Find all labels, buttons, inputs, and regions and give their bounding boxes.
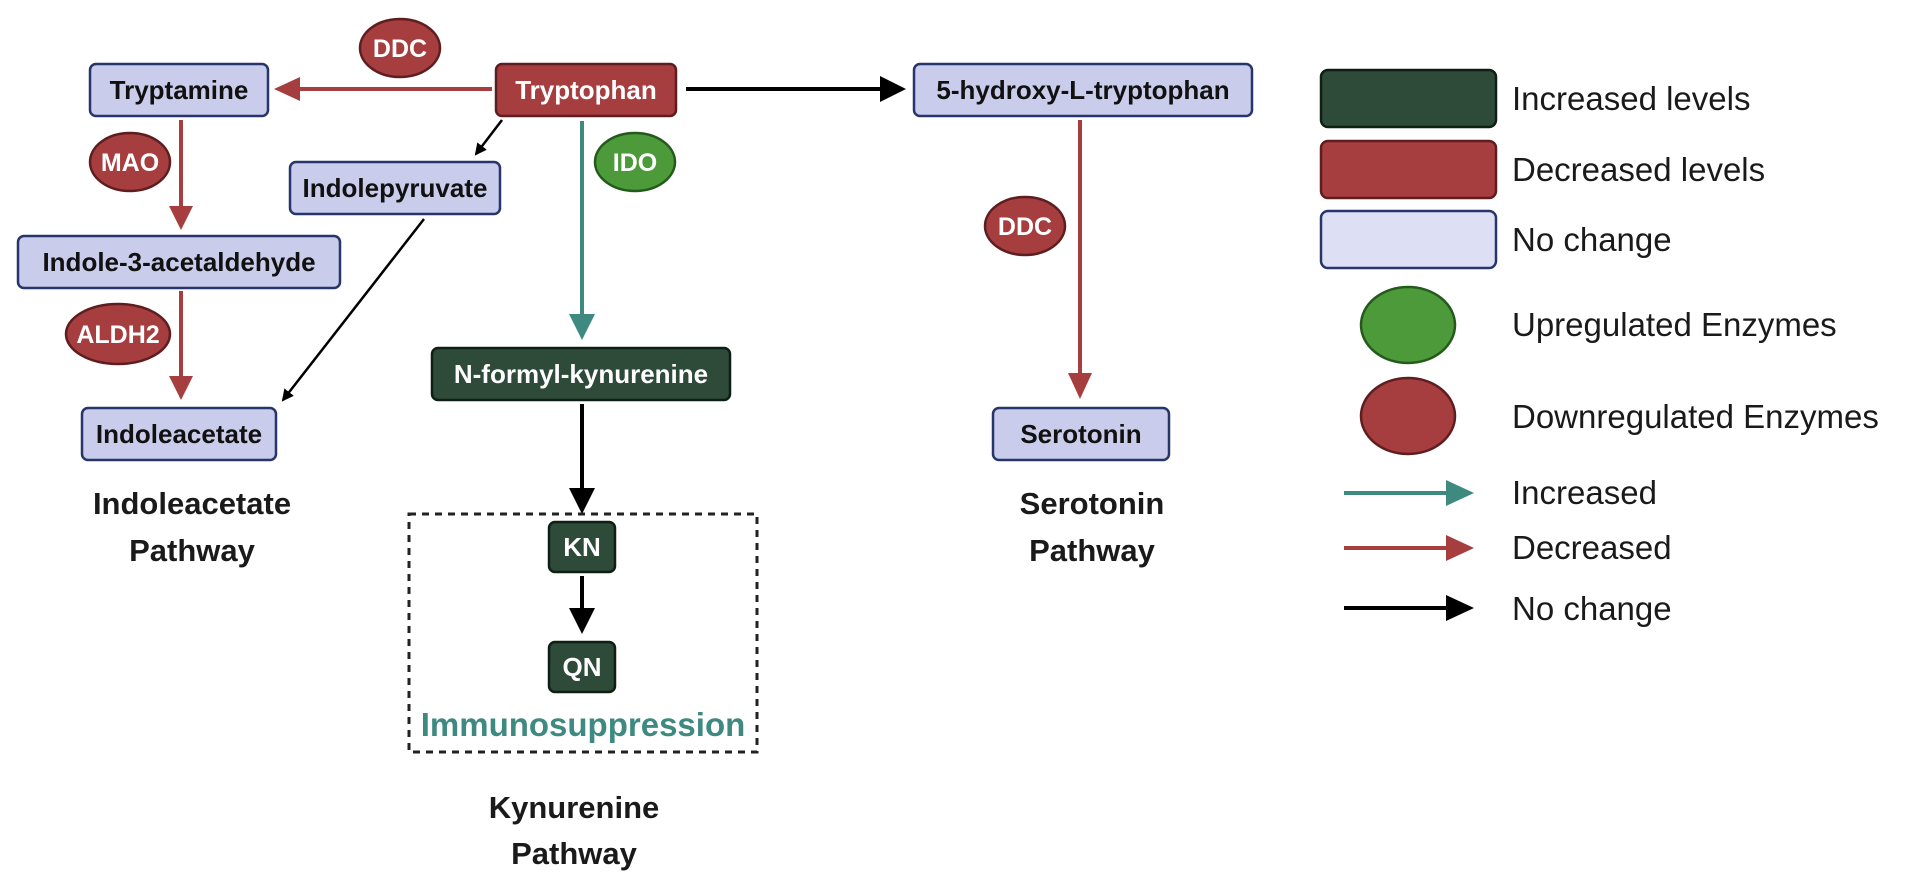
node-indole-3-acetaldehyde: Indole-3-acetaldehyde bbox=[16, 234, 342, 290]
node-tryptamine: Tryptamine bbox=[88, 62, 270, 118]
pathway-label-indoleacetate: Indoleacetate Pathway bbox=[93, 486, 291, 568]
node-serotonin-label: Serotonin bbox=[1020, 419, 1141, 449]
immunosuppression-box bbox=[407, 512, 759, 754]
node-qn: QN bbox=[547, 640, 617, 694]
legend-swatch-downregulated bbox=[1359, 376, 1457, 456]
pathway-indoleacetate-line2: Pathway bbox=[129, 533, 256, 568]
node-qn-label: QN bbox=[563, 652, 602, 682]
arrowhead-tryptamine bbox=[274, 77, 300, 101]
legend-swatch-upregulated bbox=[1359, 285, 1457, 365]
legend-increased-levels-label: Increased levels bbox=[1512, 80, 1750, 117]
arrowhead-kn bbox=[569, 488, 595, 514]
legend-swatch-decreased bbox=[1319, 139, 1498, 200]
legend-increased-arrow-label: Increased bbox=[1512, 474, 1657, 511]
node-n-formyl-kynurenine: N-formyl-kynurenine bbox=[430, 346, 732, 402]
legend-item-downregulated-enzymes: Downregulated Enzymes bbox=[1359, 376, 1879, 456]
arrowhead-qn bbox=[569, 608, 595, 634]
node-n-formyl-kynurenine-label: N-formyl-kynurenine bbox=[454, 359, 708, 389]
enzyme-aldh2: ALDH2 bbox=[64, 302, 172, 366]
legend-item-upregulated-enzymes: Upregulated Enzymes bbox=[1359, 285, 1837, 365]
pathway-serotonin-line2: Pathway bbox=[1029, 533, 1156, 568]
node-indoleacetate-label: Indoleacetate bbox=[96, 419, 262, 449]
node-indolepyruvate: Indolepyruvate bbox=[288, 160, 502, 216]
enzyme-ddc-top-label: DDC bbox=[373, 35, 427, 63]
legend-upregulated-enzymes-label: Upregulated Enzymes bbox=[1512, 306, 1837, 343]
enzyme-mao-label: MAO bbox=[101, 149, 159, 177]
enzyme-ddc-serotonin-label: DDC bbox=[998, 213, 1052, 241]
legend-downregulated-enzymes-label: Downregulated Enzymes bbox=[1512, 398, 1879, 435]
arrowhead-5htp bbox=[880, 76, 906, 102]
edge-indolepyruvate-indoleacetate bbox=[281, 218, 425, 402]
pathway-label-kynurenine: Kynurenine Pathway bbox=[489, 790, 660, 871]
legend-item-no-change-arrow: No change bbox=[1344, 590, 1672, 627]
enzyme-ido: IDO bbox=[593, 131, 677, 193]
enzyme-mao: MAO bbox=[88, 131, 172, 193]
node-serotonin: Serotonin bbox=[991, 406, 1171, 462]
legend-decreased-levels-label: Decreased levels bbox=[1512, 151, 1765, 188]
legend-arrow-no-change-icon bbox=[1446, 595, 1474, 621]
arrowhead-nfk bbox=[569, 314, 595, 340]
enzyme-aldh2-label: ALDH2 bbox=[76, 321, 159, 349]
pathway-kynurenine-line1: Kynurenine bbox=[489, 790, 660, 825]
arrowhead-indoleacetate bbox=[169, 376, 193, 400]
enzyme-ddc-top: DDC bbox=[358, 17, 442, 79]
legend-swatch-no-change bbox=[1319, 209, 1498, 270]
legend-no-change-levels-label: No change bbox=[1512, 221, 1672, 258]
arrowhead-i3a bbox=[169, 206, 193, 230]
pathway-label-serotonin: Serotonin Pathway bbox=[1020, 486, 1165, 568]
legend: Increased levels Decreased levels No cha… bbox=[1319, 68, 1879, 627]
node-indolepyruvate-label: Indolepyruvate bbox=[303, 173, 488, 203]
enzyme-ddc-serotonin: DDC bbox=[983, 195, 1067, 257]
node-tryptophan-label: Tryptophan bbox=[515, 75, 657, 105]
node-kn: KN bbox=[547, 520, 617, 574]
legend-arrow-increased-icon bbox=[1446, 480, 1474, 506]
legend-swatch-increased bbox=[1319, 68, 1498, 129]
arrowhead-serotonin bbox=[1068, 373, 1092, 399]
enzyme-ido-label: IDO bbox=[613, 149, 657, 177]
node-5-hydroxy-l-tryptophan-label: 5-hydroxy-L-tryptophan bbox=[936, 75, 1229, 105]
legend-item-decreased-arrow: Decreased bbox=[1344, 529, 1672, 566]
edge-tryptophan-indolepyruvate bbox=[474, 119, 503, 156]
node-indoleacetate: Indoleacetate bbox=[80, 406, 278, 462]
legend-item-no-change-levels: No change bbox=[1319, 209, 1672, 270]
legend-item-decreased-levels: Decreased levels bbox=[1319, 139, 1765, 200]
legend-item-increased-arrow: Increased bbox=[1344, 474, 1657, 511]
legend-no-change-arrow-label: No change bbox=[1512, 590, 1672, 627]
legend-arrow-decreased-icon bbox=[1446, 535, 1474, 561]
node-tryptophan: Tryptophan bbox=[494, 62, 678, 118]
pathway-kynurenine-line2: Pathway bbox=[511, 836, 638, 871]
node-5-hydroxy-l-tryptophan: 5-hydroxy-L-tryptophan bbox=[912, 62, 1254, 118]
pathway-indoleacetate-line1: Indoleacetate bbox=[93, 486, 291, 521]
immunosuppression-label: Immunosuppression bbox=[421, 706, 746, 743]
legend-decreased-arrow-label: Decreased bbox=[1512, 529, 1672, 566]
node-tryptamine-label: Tryptamine bbox=[110, 75, 249, 105]
pathway-serotonin-line1: Serotonin bbox=[1020, 486, 1165, 521]
node-kn-label: KN bbox=[563, 532, 601, 562]
legend-item-increased-levels: Increased levels bbox=[1319, 68, 1750, 129]
node-indole-3-acetaldehyde-label: Indole-3-acetaldehyde bbox=[42, 247, 315, 277]
